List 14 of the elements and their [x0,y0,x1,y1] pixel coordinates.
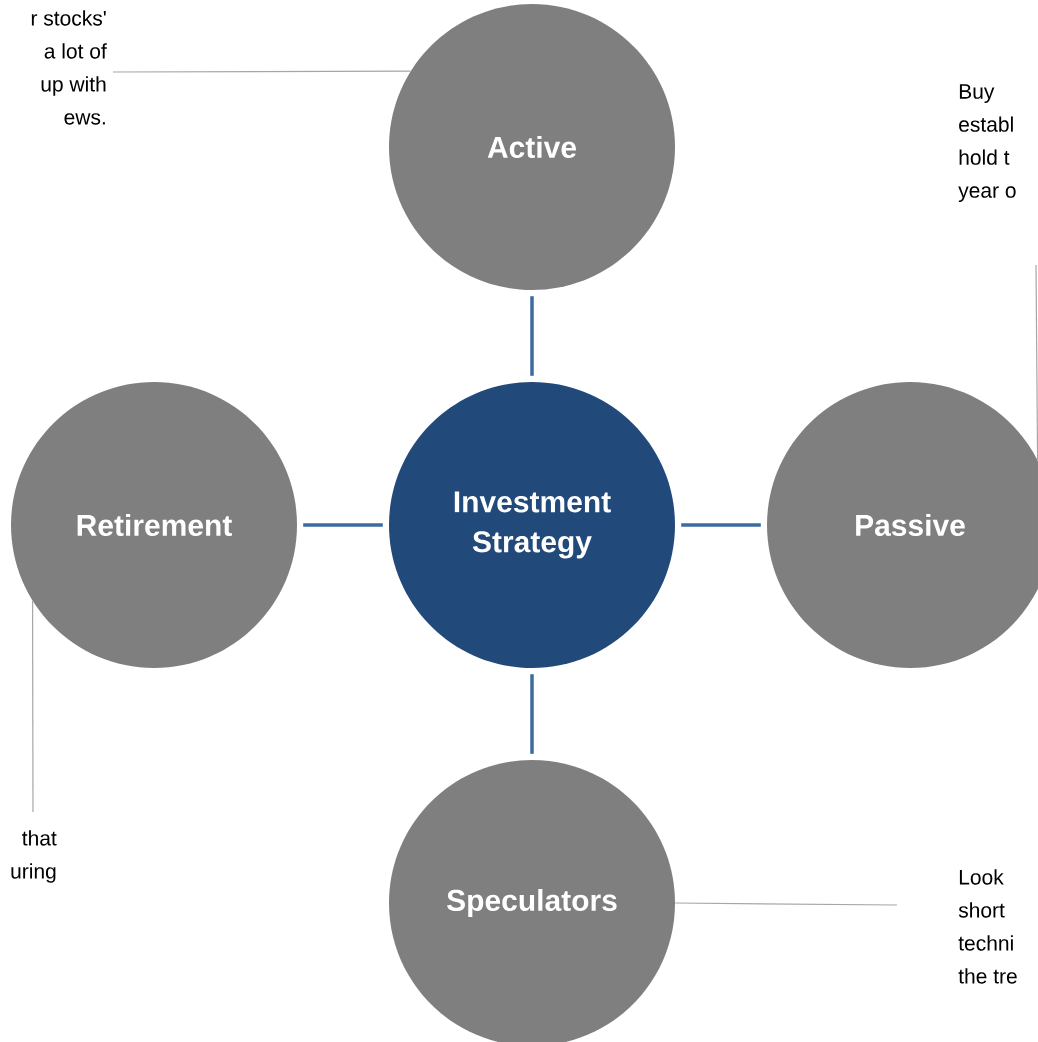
note-text: Buy establ hold t year o [958,84,1016,202]
connector-line [681,523,761,527]
connector-line [530,296,534,376]
connector-line [530,674,534,754]
note-text: r stocks' a lot of up with ews. [31,10,107,125]
circle-node: Retirement [11,382,297,668]
note-text: that uring [11,830,57,883]
circle-node: Active [389,4,675,290]
connector-line [303,523,383,527]
leader-line [31,600,34,813]
leader-line [112,70,412,73]
circle-node: Investment Strategy [389,382,675,668]
note-text: Look short techni the tre [958,869,1017,984]
leader-line [674,902,898,906]
